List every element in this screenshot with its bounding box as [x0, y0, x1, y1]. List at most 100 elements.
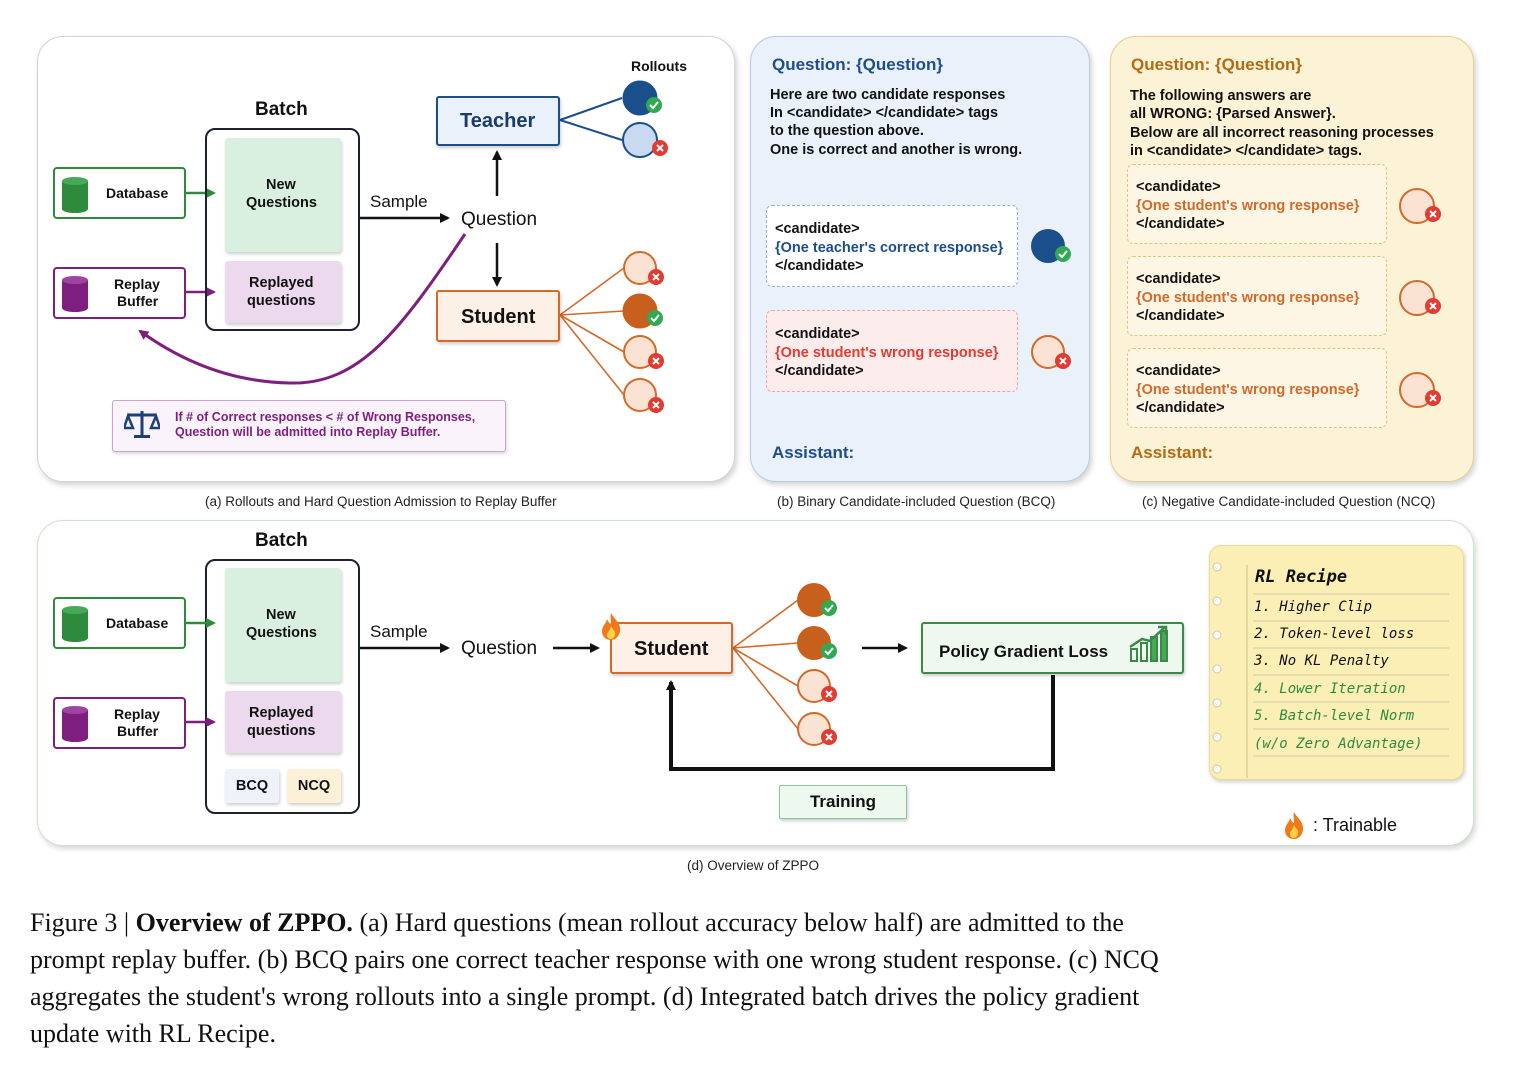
ncq-chip-label: NCQ — [297, 778, 331, 794]
database-icon — [62, 177, 88, 213]
teacher-box — [436, 96, 560, 146]
ncq-wrong-response-1: {One student's wrong response} — [1136, 197, 1360, 214]
bcq-correct-candidate: <candidate> {One teacher's correct respo… — [766, 205, 1018, 287]
student-d-rollout-correct-1 — [797, 583, 837, 617]
bcq-assistant: Assistant: — [772, 443, 855, 462]
bcq-chip-label: BCQ — [235, 778, 269, 794]
ncq-wrong-icon-2 — [1399, 280, 1441, 316]
replayed-questions-box-d — [225, 691, 341, 753]
teacher-rollout-correct — [622, 80, 662, 116]
rl-recipe-item-5: 5. Batch-level Norm — [1254, 708, 1415, 724]
ncq-close-tag-2: </candidate> — [1136, 308, 1225, 324]
replay-buffer-icon — [62, 706, 88, 742]
bcq-close-tag-1: </candidate> — [775, 258, 864, 274]
balance-scale-icon — [124, 411, 160, 438]
replayed-questions-box-a — [225, 261, 341, 323]
growth-chart-icon — [1129, 625, 1168, 662]
bcq-chip: BCQ — [225, 769, 279, 803]
admission-note-line2: Question will be admitted into Replay Bu… — [175, 425, 441, 439]
ncq-chip: NCQ — [287, 769, 341, 803]
student-rollout-wrong-1 — [623, 251, 664, 285]
admission-note-line1: If # of Correct responses < # of Wrong R… — [175, 410, 476, 424]
replay-buffer-icon — [62, 276, 88, 312]
training-label: Training — [809, 792, 877, 811]
rollouts-label: Rollouts — [631, 58, 687, 74]
student-d-rollout-correct-2 — [797, 626, 837, 660]
bcq-intro-1: Here are two candidate responses — [770, 87, 1006, 103]
bcq-correct-response: {One teacher's correct response} — [775, 239, 1004, 256]
student-label-d: Student — [634, 638, 709, 660]
ncq-open-tag-1: <candidate> — [1136, 179, 1221, 195]
ncq-open-tag-2: <candidate> — [1136, 271, 1221, 287]
bcq-wrong-response: {One student's wrong response} — [775, 344, 999, 361]
replay-buffer-label-a-2: Buffer — [117, 293, 159, 309]
bcq-intro-4: One is correct and another is wrong. — [770, 142, 1023, 158]
student-rollout-wrong-3 — [623, 378, 664, 413]
panel-a-caption: (a) Rollouts and Hard Question Admission… — [205, 494, 557, 509]
replayed-label-d-1: Replayed — [249, 705, 314, 721]
policy-gradient-loss-label: Policy Gradient Loss — [939, 642, 1109, 661]
student-rollout-wrong-2 — [623, 335, 664, 369]
ncq-candidate-3: <candidate> {One student's wrong respons… — [1127, 348, 1387, 428]
ncq-intro-2: all WRONG: {Parsed Answer}. — [1130, 106, 1336, 122]
replayed-label-a-2: questions — [247, 293, 316, 309]
bcq-wrong-candidate: <candidate> {One student's wrong respons… — [766, 310, 1018, 392]
ncq-intro-1: The following answers are — [1130, 88, 1312, 104]
caption-line2: prompt replay buffer. (b) BCQ pairs one … — [30, 945, 1159, 974]
rl-recipe-notepad — [1209, 545, 1464, 780]
figure-caption: Figure 3 | Overview of ZPPO. (a) Hard qu… — [30, 904, 1490, 1052]
bcq-open-tag-2: <candidate> — [775, 326, 860, 342]
sample-label-a: Sample — [370, 192, 428, 211]
bcq-open-tag-1: <candidate> — [775, 221, 860, 237]
student-label-a: Student — [461, 306, 536, 328]
bcq-intro-3: to the question above. — [770, 123, 924, 139]
flame-icon — [602, 613, 621, 640]
panel-d-arrows — [186, 583, 1055, 771]
ncq-wrong-response-3: {One student's wrong response} — [1136, 381, 1360, 398]
student-rollout-correct — [622, 293, 663, 329]
new-questions-box-d — [225, 568, 341, 682]
panel-d-caption: (d) Overview of ZPPO — [687, 858, 820, 873]
ncq-close-tag-3: </candidate> — [1136, 400, 1225, 416]
bcq-heading: Question: {Question} — [772, 55, 943, 74]
training-box: Training — [779, 785, 907, 819]
ncq-wrong-icon-1 — [1399, 188, 1441, 224]
ncq-wrong-icon-3 — [1399, 372, 1441, 408]
teacher-label: Teacher — [460, 110, 536, 132]
rl-recipe-title: RL Recipe — [1255, 567, 1348, 587]
rl-recipe-item-2: 2. Token-level loss — [1254, 626, 1415, 642]
question-label-d: Question — [461, 638, 538, 659]
ncq-wrong-response-2: {One student's wrong response} — [1136, 289, 1360, 306]
batch-box-d — [205, 559, 360, 814]
bcq-wrong-icon — [1031, 335, 1071, 369]
question-label-a: Question — [461, 209, 538, 230]
ncq-assistant: Assistant: — [1131, 443, 1214, 462]
new-questions-box-a — [225, 138, 341, 252]
sample-label-d: Sample — [370, 622, 428, 641]
trainable-legend: : Trainable — [1313, 815, 1398, 835]
rl-recipe-item-6: (w/o Zero Advantage) — [1254, 736, 1423, 752]
student-box-d — [610, 622, 733, 674]
panel-a-arrows — [138, 80, 668, 413]
replay-buffer-label-d-1: Replay — [114, 706, 160, 722]
replayed-label-d-2: questions — [247, 723, 316, 739]
training-loop-arrow — [666, 675, 1055, 771]
rl-recipe-item-4: 4. Lower Iteration — [1254, 681, 1406, 697]
ncq-candidate-1: <candidate> {One student's wrong respons… — [1127, 164, 1387, 244]
panel-c-caption: (c) Negative Candidate-included Question… — [1142, 494, 1436, 509]
ncq-open-tag-3: <candidate> — [1136, 363, 1221, 379]
rl-recipe-item-3: 3. No KL Penalty — [1254, 653, 1389, 669]
admission-note-box — [112, 400, 506, 452]
ncq-close-tag-1: </candidate> — [1136, 216, 1225, 232]
batch-title-d: Batch — [255, 530, 308, 551]
panel-b-caption: (b) Binary Candidate-included Question (… — [777, 494, 1056, 509]
batch-title-a: Batch — [255, 99, 308, 120]
new-questions-label-d-2: Questions — [246, 625, 317, 641]
new-questions-label-a-2: Questions — [246, 195, 317, 211]
ncq-intro-4: in <candidate> </candidate> tags. — [1130, 143, 1363, 159]
new-questions-label-a-1: New — [266, 177, 296, 193]
caption-title: Overview of ZPPO. — [135, 908, 353, 937]
bcq-intro-2: In <candidate> </candidate> tags — [770, 105, 999, 121]
caption-line3: aggregates the student's wrong rollouts … — [30, 982, 1140, 1011]
flame-icon — [1285, 812, 1304, 839]
